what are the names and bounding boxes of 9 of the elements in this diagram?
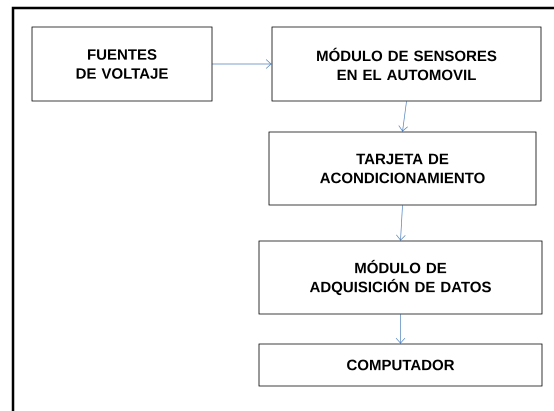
process-box: TARJETA DE ACONDICIONAMIENTO [268,132,536,206]
process-box: MÓDULO DE SENSORES EN EL AUTOMOVIL [272,26,542,102]
process-box: MÓDULO DE ADQUISICIÓN DE DATOS [258,240,542,314]
process-box: COMPUTADOR [258,344,542,386]
arrow [396,314,406,344]
arrow [212,59,272,69]
arrow [396,205,406,241]
arrow [398,101,408,132]
process-box: FUENTES DE VOLTAJE [32,26,212,102]
